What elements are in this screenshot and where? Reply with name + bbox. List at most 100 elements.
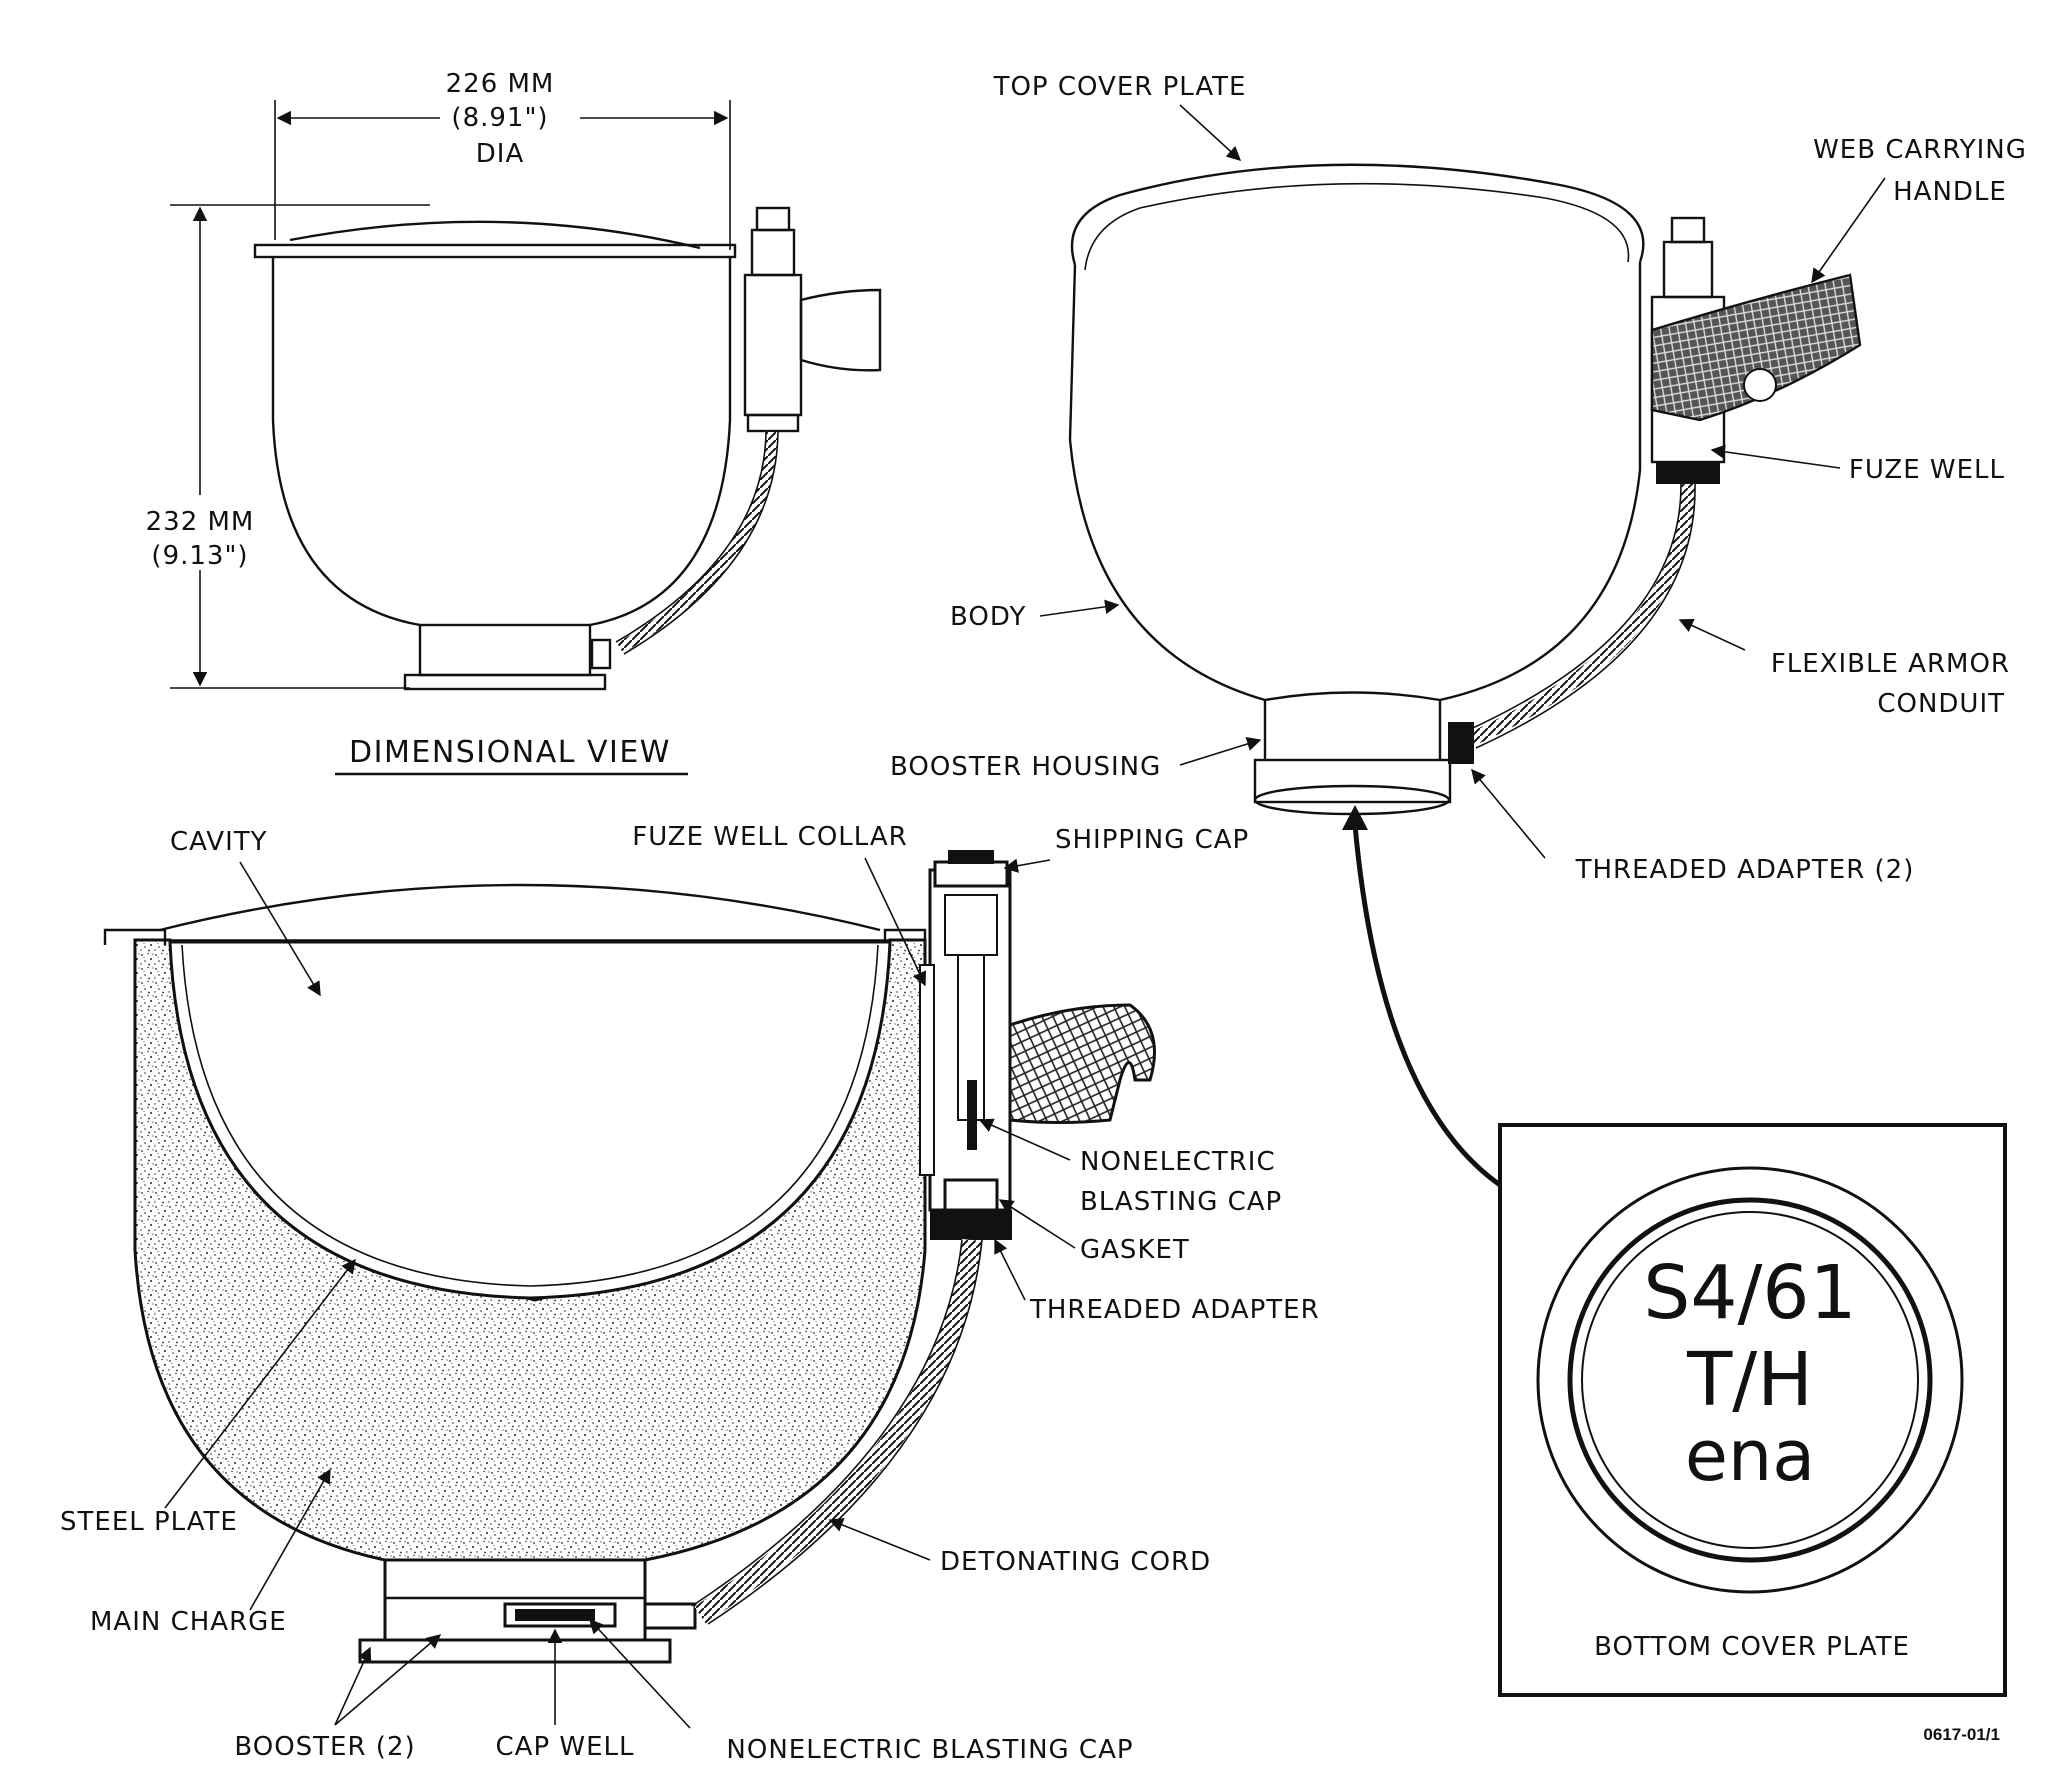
threaded-adapter-leader [994, 1238, 1026, 1301]
width-dia-label: DIA [476, 139, 524, 169]
ext-body-left [1068, 264, 1266, 702]
stamp-line-2: T/H [1686, 1337, 1813, 1423]
dim-threaded-adapter [590, 638, 612, 670]
web-handle-leader [1811, 177, 1886, 284]
steel-plate-label: STEEL PLATE [60, 1507, 238, 1537]
bottom-plate-inner-ring [1581, 1211, 1919, 1549]
width-mm-label: 226 MM [446, 69, 555, 99]
ext-fuze-adapter [1656, 462, 1720, 484]
section-booster-bottom-plate [358, 1638, 672, 1664]
stamp-line-3: ena [1685, 1415, 1815, 1497]
fuze-well-collar-leader [864, 857, 926, 987]
dim-top-cover-plate [253, 243, 737, 259]
ext-fuze-upper [1662, 240, 1714, 299]
threaded-adapter-label: THREADED ADAPTER [1029, 1295, 1320, 1325]
fuze-well-leader [1710, 444, 1841, 469]
detonating-cord-leader [828, 1518, 931, 1561]
dim-booster-rim [403, 673, 607, 691]
ext-fuze-cap [1670, 216, 1706, 244]
threaded-adapter-2-label: THREADED ADAPTER (2) [1575, 855, 1915, 885]
web-handle-label-2: HANDLE [1893, 177, 2007, 207]
ext-web-handle [1650, 273, 1862, 422]
ext-conduit [1467, 483, 1696, 747]
bottom-cover-plate-panel: S4/61 T/H ena BOTTOM COVER PLATE [1498, 1123, 2007, 1697]
conduit-label-2: CONDUIT [1877, 689, 2005, 719]
cavity-shell [168, 940, 892, 1300]
ext-threaded-adapter [1448, 722, 1474, 764]
section-threaded-adapter [930, 1210, 1012, 1240]
dim-fuze-cap [755, 206, 791, 232]
nonelectric-blasting-cap-bottom-label: NONELECTRIC BLASTING CAP [726, 1735, 1133, 1765]
nonelectric-blasting-cap-label-2: BLASTING CAP [1080, 1187, 1282, 1217]
nonelectric-blasting-cap-bottom-leader [589, 1618, 691, 1729]
section-web-handle [1008, 1003, 1156, 1124]
dim-top-cover-dome [289, 220, 701, 250]
ext-booster-bottom [1253, 784, 1451, 816]
section-booster-adapter [643, 1602, 697, 1630]
section-left-flange [103, 928, 167, 945]
ext-booster-sides [1263, 700, 1442, 760]
dim-fuze-well [743, 273, 803, 417]
steel-plate-leader [164, 1258, 356, 1509]
ext-body-right [1439, 262, 1642, 702]
cavity-label: CAVITY [170, 827, 268, 857]
nonelectric-blasting-cap-leader [978, 1118, 1071, 1161]
bottom-plate-outer-ring [1536, 1166, 1964, 1594]
bottom-plate-pointer [1352, 824, 1502, 1188]
detonating-cord-label: DETONATING CORD [940, 1547, 1211, 1577]
dim-body-outline [271, 257, 732, 627]
steel-plate-inner [181, 944, 879, 1287]
booster-housing-label: BOOSTER HOUSING [890, 752, 1161, 782]
dimensional-view: 226 MM (8.91") DIA 232 MM (9.13") [146, 69, 882, 776]
conduit-label-1: FLEXIBLE ARMOR [1771, 649, 2010, 679]
stamp-line-1: S4/61 [1643, 1250, 1856, 1336]
body-label: BODY [950, 602, 1026, 632]
dimensional-view-heading: DIMENSIONAL VIEW [349, 735, 671, 770]
fuze-well-collar-label: FUZE WELL COLLAR [632, 822, 907, 852]
booster-2-leader-b [334, 1646, 372, 1726]
ext-rim-inner [1084, 182, 1630, 271]
height-in-label: (9.13") [151, 541, 248, 571]
booster-2-label: BOOSTER (2) [234, 1732, 415, 1762]
cap-well-label: CAP WELL [496, 1732, 635, 1762]
section-shipping-cap [933, 860, 1009, 888]
fuze-well-label: FUZE WELL [1849, 455, 2005, 485]
booster-2-leader-a [334, 1634, 442, 1726]
section-gasket [943, 1178, 999, 1212]
section-view: CAVITY FUZE WELL COLLAR SHIPPING CAP NON… [60, 822, 1320, 1765]
section-detonating-cord [694, 1238, 982, 1624]
nonelectric-blasting-cap-label-1: NONELECTRIC [1080, 1147, 1276, 1177]
threaded-adapter-2-leader [1471, 768, 1546, 859]
main-charge-label: MAIN CHARGE [90, 1607, 287, 1637]
ext-top-rim [1070, 163, 1645, 266]
booster-housing-leader [1179, 736, 1262, 766]
ext-booster-ring [1253, 758, 1452, 804]
ext-handle-rivet [1743, 368, 1777, 402]
bottom-plate-middle-ring [1567, 1197, 1933, 1563]
section-top-dome [159, 883, 881, 932]
dim-conduit [616, 431, 778, 654]
dimensional-mine-outline [253, 206, 882, 691]
dim-conduit-edges [615, 431, 779, 655]
main-charge-leader [249, 1468, 331, 1611]
section-fuze-collar [919, 964, 935, 1176]
bottom-plate-caption: BOTTOM COVER PLATE [1594, 1632, 1910, 1662]
gasket-label: GASKET [1080, 1235, 1190, 1265]
top-cover-plate-leader [1179, 104, 1242, 161]
section-cord-edges [691, 1239, 983, 1625]
dim-web-handle [799, 288, 882, 372]
body-leader [1039, 599, 1120, 617]
web-handle-label-1: WEB CARRYING [1813, 135, 2027, 165]
cavity-leader [239, 861, 321, 997]
ext-booster-top [1264, 691, 1441, 702]
width-in-label: (8.91") [451, 103, 548, 133]
section-blasting-cap [967, 1080, 977, 1150]
figure-code: 0617-01/1 [1923, 1725, 2000, 1744]
section-booster-housing [383, 1558, 647, 1642]
dim-fuze-adapter [746, 413, 800, 433]
dim-booster-housing [418, 623, 592, 677]
dim-fuze-upper [750, 228, 796, 277]
section-right-flange [883, 928, 927, 945]
height-mm-label: 232 MM [146, 507, 255, 537]
